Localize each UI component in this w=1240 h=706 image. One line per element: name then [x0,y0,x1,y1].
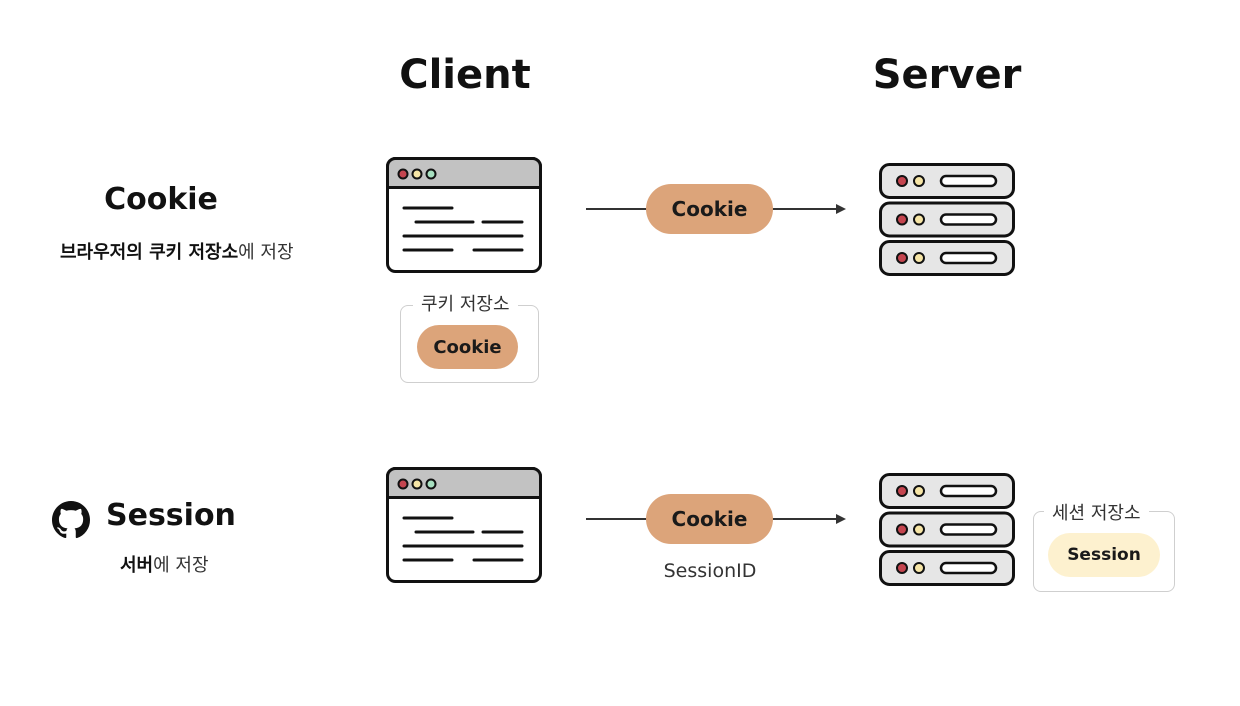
session-row-subtitle-strong: 서버 [120,555,154,576]
session-row-title: Session [106,498,236,533]
cookie-row-subtitle-strong: 브라우저의 쿠키 저장소 [60,242,239,263]
cookie-row-subtitle-rest: 에 저장 [238,242,294,263]
github-icon [52,501,90,539]
client-header: Client [399,52,531,98]
browser-window-icon [386,157,542,273]
session-storage-label: 세션 저장소 [1044,499,1149,525]
cookie-row-title: Cookie [104,182,218,217]
session-storage-pill: Session [1048,533,1160,577]
session-row-subtitle: 서버에 저장 [120,551,209,577]
cookie-pill: Cookie [646,184,773,234]
server-rack-icon [879,473,1015,586]
cookie-storage-pill: Cookie [417,325,518,369]
session-row-subtitle-rest: 에 저장 [153,555,209,576]
server-header: Server [872,52,1022,98]
browser-window-icon [386,467,542,583]
server-rack-icon [879,163,1015,276]
cookie-row-subtitle: 브라우저의 쿠키 저장소에 저장 [60,238,294,264]
session-cookie-pill: Cookie [646,494,773,544]
cookie-storage-label: 쿠키 저장소 [413,290,518,316]
session-id-caption: SessionID [663,560,757,582]
